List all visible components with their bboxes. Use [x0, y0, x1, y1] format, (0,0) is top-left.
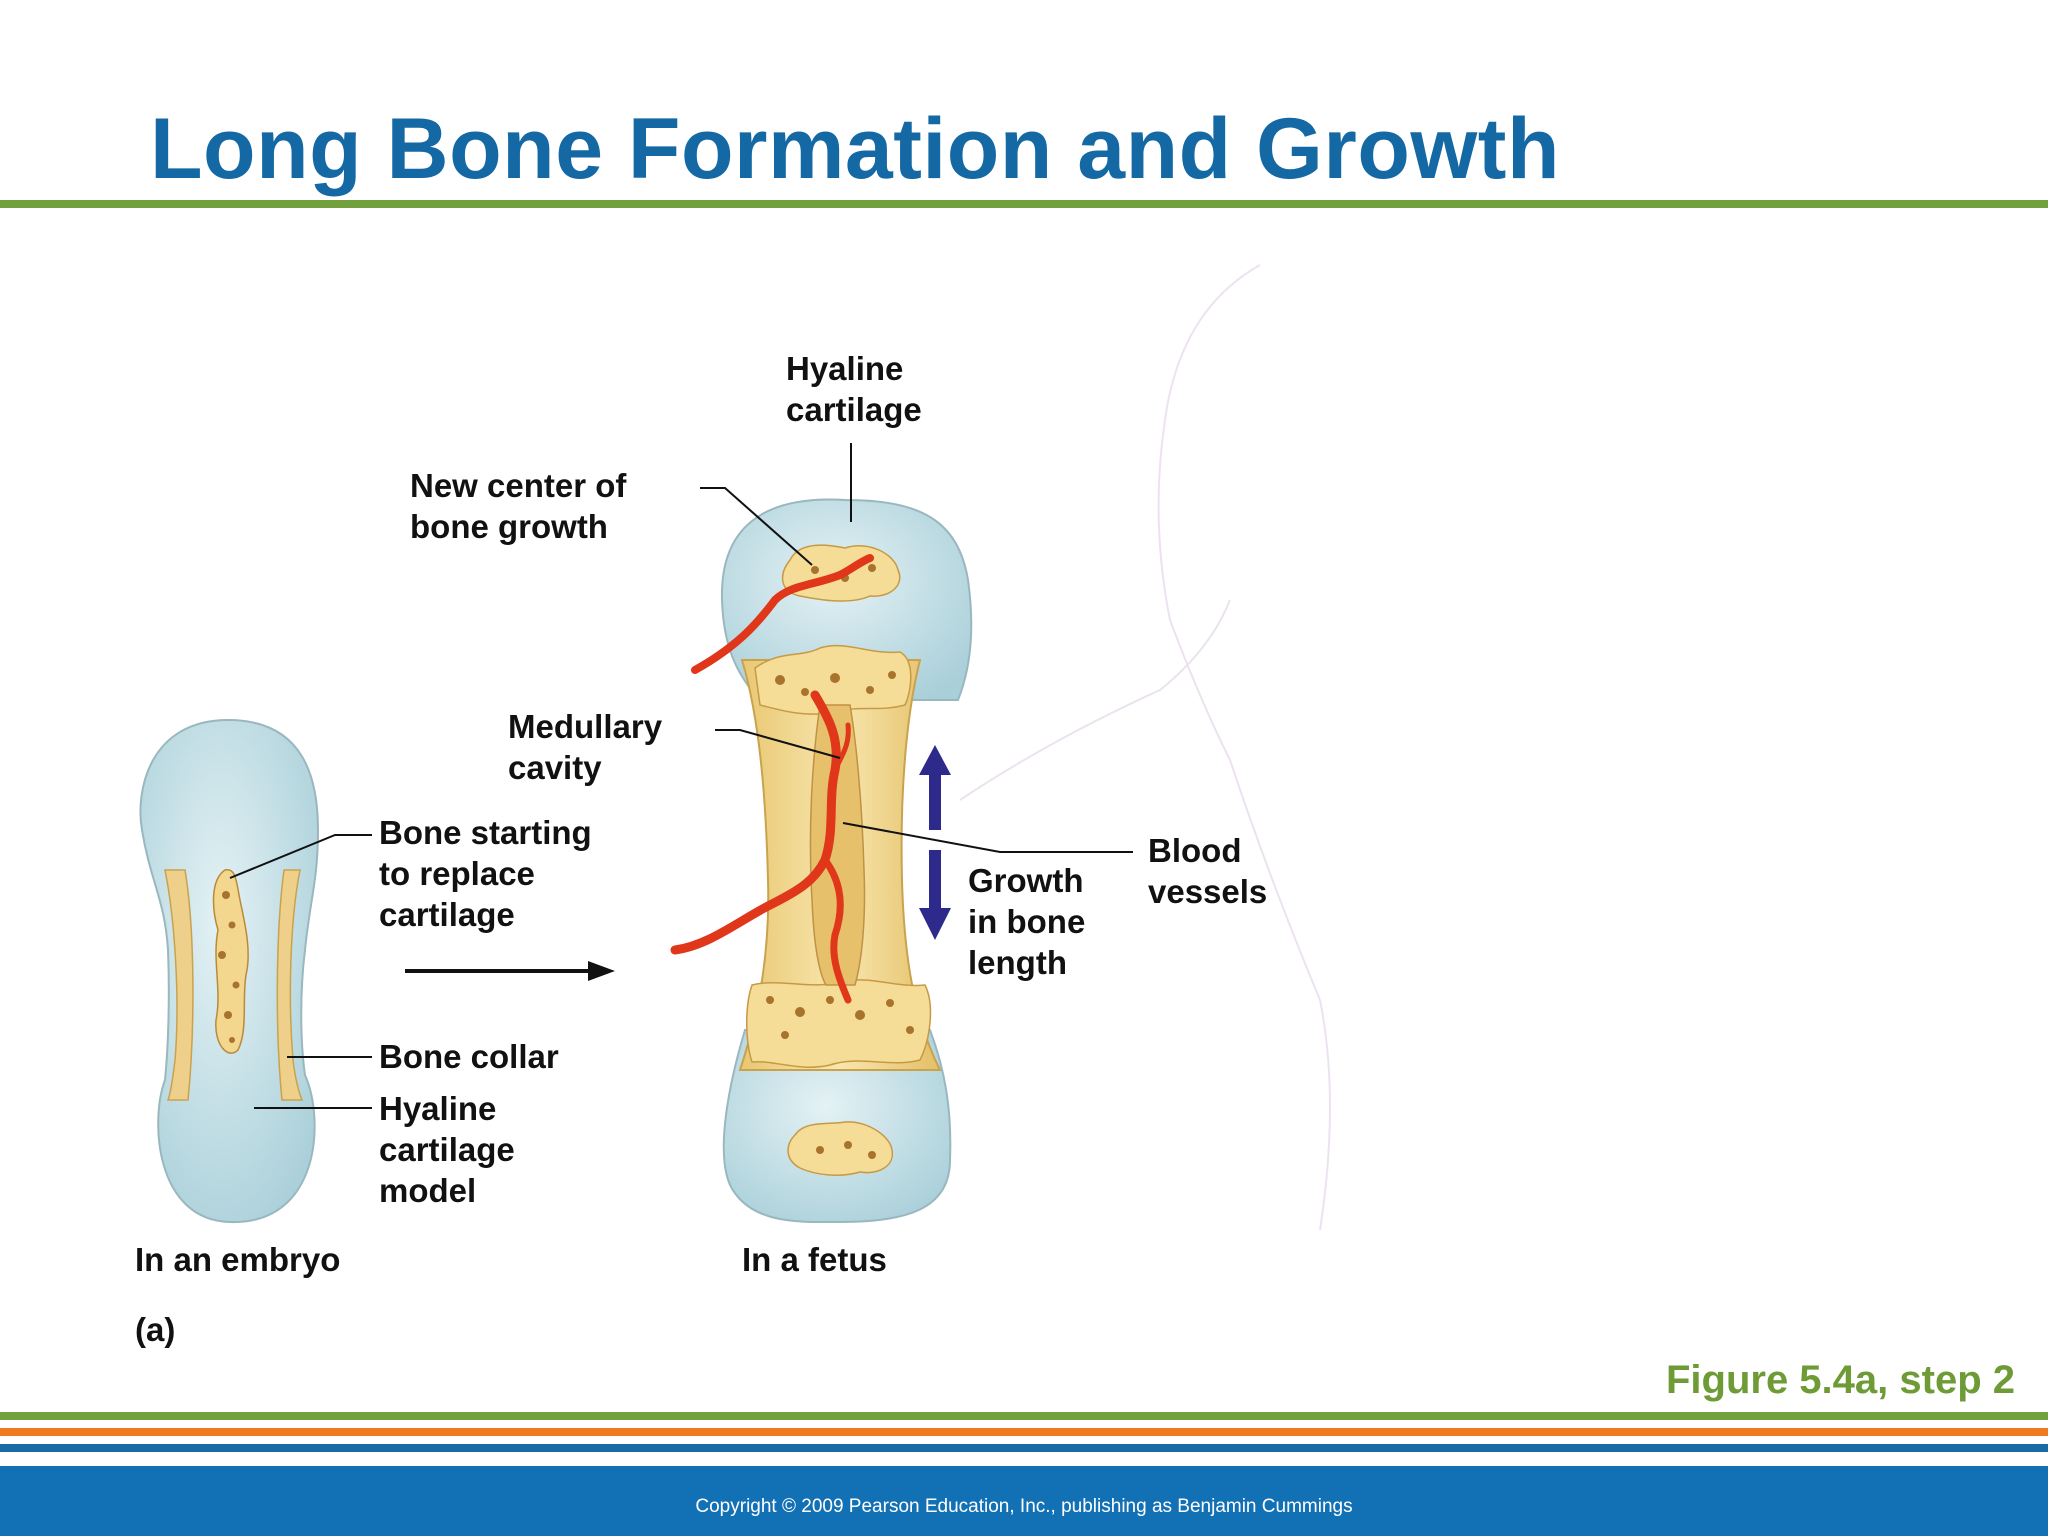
blood-vessels [670, 554, 874, 1004]
fetus-bone [670, 498, 973, 1224]
label-in-fetus: In a fetus [742, 1241, 887, 1278]
growth-arrow-up [919, 745, 951, 830]
leader-bone-starting [229, 834, 372, 879]
leader-medullary [715, 729, 841, 759]
figure-reference: Figure 5.4a, step 2 [1665, 1358, 2015, 1402]
label-growth-length: Growth in bone length [968, 862, 1086, 981]
copyright-text: Copyright © 2009 Pearson Education, Inc.… [695, 1496, 1353, 1517]
slide-title: Long Bone Formation and Growth [150, 101, 1560, 197]
footer-rule-green [0, 1412, 2048, 1420]
label-bone-starting: Bone starting to replace cartilage [379, 814, 592, 933]
replacing-bone [212, 869, 249, 1054]
label-in-embryo: In an embryo [135, 1241, 341, 1278]
label-blood-vessels: Blood vessels [1148, 832, 1268, 910]
label-bone-collar: Bone collar [379, 1038, 559, 1075]
label-panel-a: (a) [135, 1311, 176, 1348]
label-new-center: New center of bone growth [410, 467, 627, 545]
embryo-bone [139, 718, 320, 1224]
growth-arrow-down [919, 850, 951, 940]
transition-arrow [405, 961, 615, 981]
bone-collar-left [164, 869, 194, 1101]
lower-ossification-center [787, 1121, 894, 1176]
footer-rule-blue [0, 1444, 2048, 1452]
header-rule [0, 200, 2048, 208]
bone-collar-right [276, 869, 304, 1101]
leader-lines [229, 443, 1133, 1109]
label-hyaline-cartilage-top: Hyaline cartilage [786, 350, 922, 428]
medullary-cavity-shape [809, 704, 866, 986]
footer-bar [0, 1466, 2048, 1536]
faint-sketch [959, 264, 1331, 1231]
label-medullary-cavity: Medullary cavity [508, 708, 663, 786]
footer-rule-orange [0, 1428, 2048, 1436]
leader-new-center [700, 487, 813, 566]
leader-blood-vessels [842, 822, 1133, 853]
label-hyaline-model: Hyaline cartilage model [379, 1090, 515, 1209]
